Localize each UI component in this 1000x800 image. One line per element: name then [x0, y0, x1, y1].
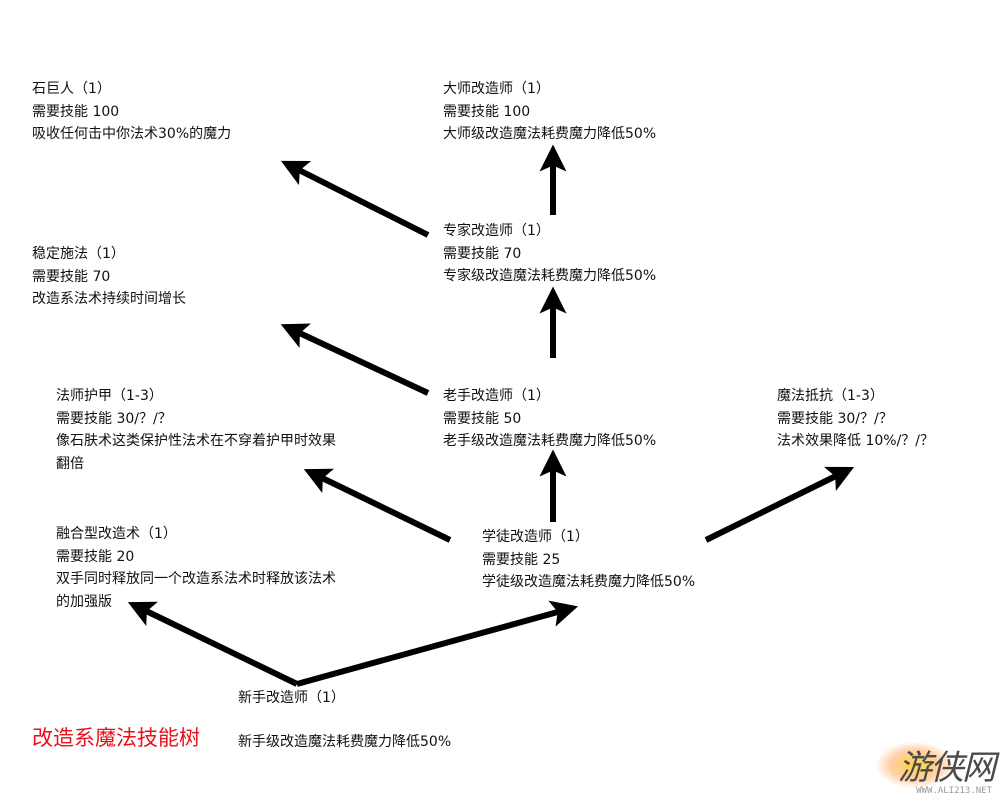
node-master: 大师改造师（1） 需要技能 100 大师级改造魔法耗费魔力降低50%: [443, 78, 656, 146]
node-mage-armor-name: 法师护甲（1-3）: [56, 388, 163, 404]
node-stable-cast: 稳定施法（1） 需要技能 70 改造系法术持续时间增长: [32, 243, 186, 311]
node-master-description: 大师级改造魔法耗费魔力降低50%: [443, 126, 657, 142]
node-expert-description: 专家级改造魔法耗费魔力降低50%: [443, 268, 657, 284]
node-dual-cast: 融合型改造术（1） 需要技能 20 双手同时释放同一个改造系法术时释放该法术的加…: [56, 523, 348, 613]
node-stable-cast-requirement: 需要技能 70: [32, 268, 111, 285]
watermark-glow: [876, 742, 954, 788]
node-mage-armor-description: 像石肤术这类保护性法术在不穿着护甲时效果翻倍: [56, 433, 336, 472]
node-novice-description-block: 新手级改造魔法耗费魔力降低50%: [238, 731, 451, 754]
edge-novice-to-apprentice: [296, 600, 579, 687]
node-adept-requirement: 需要技能 50: [443, 410, 522, 427]
node-stable-cast-name: 稳定施法（1）: [32, 246, 125, 262]
node-expert-requirement: 需要技能 70: [443, 245, 522, 262]
node-stone-giant-name: 石巨人（1）: [32, 81, 111, 97]
node-novice-name: 新手改造师（1）: [238, 690, 345, 706]
edge-novice-to-dual-cast: [127, 601, 299, 687]
node-master-requirement: 需要技能 100: [443, 103, 531, 120]
edge-expert-to-stone-giant: [280, 160, 430, 238]
node-magic-resist-requirement: 需要技能 30/？/？: [777, 410, 893, 427]
node-novice-name-block: 新手改造师（1）: [238, 687, 345, 710]
node-mage-armor: 法师护甲（1-3） 需要技能 30/？/？ 像石肤术这类保护性法术在不穿着护甲时…: [56, 385, 348, 475]
node-magic-resist: 魔法抵抗（1-3） 需要技能 30/？/？ 法术效果降低 10%/？/？: [777, 385, 934, 453]
node-magic-resist-name: 魔法抵抗（1-3）: [777, 388, 884, 404]
watermark-logo-text: 游侠网: [898, 748, 996, 788]
node-magic-resist-description: 法术效果降低 10%/？/？: [777, 433, 935, 449]
node-stone-giant-requirement: 需要技能 100: [32, 103, 120, 120]
node-dual-cast-description: 双手同时释放同一个改造系法术时释放该法术的加强版: [56, 571, 336, 610]
node-apprentice-description: 学徒级改造魔法耗费魔力降低50%: [482, 574, 696, 590]
watermark-url-text: WWW.ALI213.NET: [916, 786, 992, 796]
node-adept-name: 老手改造师（1）: [443, 388, 550, 404]
edge-adept-to-stable-cast: [280, 323, 430, 396]
edge-apprentice-to-magic-resist: [704, 466, 855, 543]
skill-tree-title: 改造系魔法技能树: [32, 726, 200, 750]
site-watermark-logo: 游侠网 WWW.ALI213.NET: [876, 738, 996, 798]
node-adept: 老手改造师（1） 需要技能 50 老手级改造魔法耗费魔力降低50%: [443, 385, 656, 453]
node-stone-giant: 石巨人（1） 需要技能 100 吸收任何击中你法术30%的魔力: [32, 78, 231, 146]
node-apprentice-requirement: 需要技能 25: [482, 551, 561, 568]
node-dual-cast-name: 融合型改造术（1）: [56, 526, 177, 542]
edge-apprentice-to-mage-armor: [303, 468, 452, 543]
node-stone-giant-description: 吸收任何击中你法术30%的魔力: [32, 126, 232, 142]
node-master-name: 大师改造师（1）: [443, 81, 550, 97]
node-dual-cast-requirement: 需要技能 20: [56, 548, 135, 565]
node-adept-description: 老手级改造魔法耗费魔力降低50%: [443, 433, 657, 449]
node-expert-name: 专家改造师（1）: [443, 223, 550, 239]
node-mage-armor-requirement: 需要技能 30/？/？: [56, 410, 172, 427]
node-apprentice: 学徒改造师（1） 需要技能 25 学徒级改造魔法耗费魔力降低50%: [482, 526, 695, 594]
node-expert: 专家改造师（1） 需要技能 70 专家级改造魔法耗费魔力降低50%: [443, 220, 656, 288]
node-stable-cast-description: 改造系法术持续时间增长: [32, 291, 186, 307]
node-novice-description: 新手级改造魔法耗费魔力降低50%: [238, 734, 452, 750]
node-apprentice-name: 学徒改造师（1）: [482, 529, 589, 545]
